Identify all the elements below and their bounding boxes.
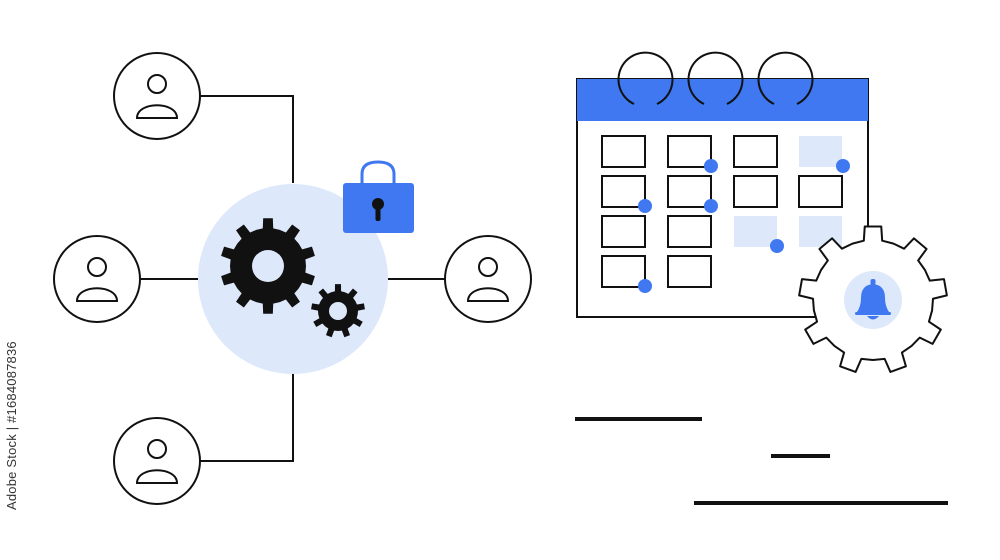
user-avatar-top (113, 52, 201, 140)
connector-top (200, 95, 294, 183)
user-avatar-right (444, 235, 532, 323)
user-avatar-bottom (113, 417, 201, 505)
user-icon (135, 74, 179, 119)
calendar-event-dots (638, 159, 850, 293)
connector-lines (140, 95, 448, 462)
connector-bottom (200, 373, 294, 462)
user-icon (135, 439, 179, 484)
bell-icon (844, 271, 902, 329)
calendar-grid (601, 135, 843, 288)
calendar-icon (576, 51, 869, 318)
gear-hole (329, 302, 347, 320)
decorative-lines (575, 417, 948, 505)
gear-icon (311, 284, 365, 338)
calendar-header (577, 79, 868, 121)
calendar-rings (617, 51, 814, 105)
gear-hole (252, 250, 284, 282)
user-icon (75, 257, 119, 302)
user-icon (466, 257, 510, 302)
lock-icon (343, 160, 414, 233)
user-avatar-left (53, 235, 141, 323)
gear-icon (221, 218, 315, 314)
